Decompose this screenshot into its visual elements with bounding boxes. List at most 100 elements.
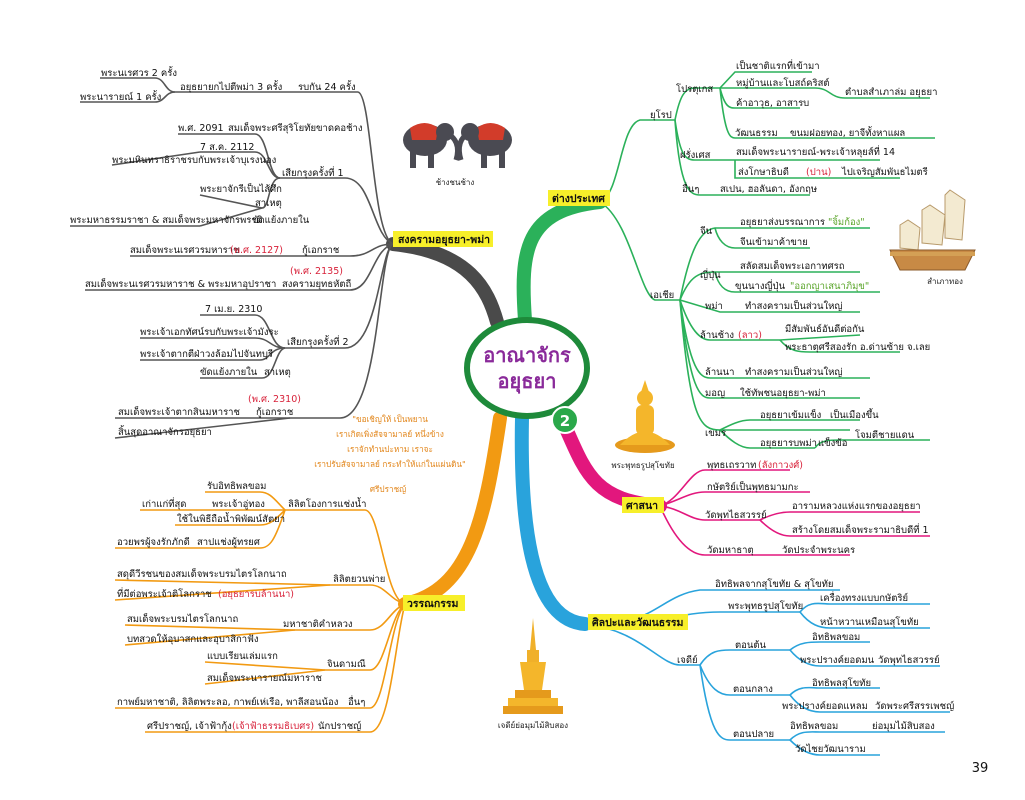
- spine-foreign: [516, 195, 607, 327]
- fr-t8: ฝรั่งเศส: [680, 148, 711, 161]
- foreign-texts: ยุโรป โปรตุเกส เป็นชาติแรกที่เข้ามา หมู่…: [650, 59, 937, 449]
- war-t3: รบกัน 24 ครั้ง: [298, 80, 356, 93]
- religion-branch: [659, 469, 930, 556]
- lt-t13: บทสวดให้อุบาสกและอุบาสิกาฟัง: [127, 633, 258, 645]
- fr-t20: ญี่ปุ่น: [700, 268, 721, 281]
- fr-t24: พม่า: [705, 301, 723, 312]
- war-t20: พระเจ้าเอกทัศน์รบกับพระเจ้ามังระ: [140, 326, 279, 338]
- literature-title-bg: [403, 595, 465, 611]
- lt-t21: นักปราชญ์: [318, 720, 361, 732]
- ar-t3: หน้าหวานเหมือนสุโขทัย: [820, 616, 919, 628]
- rl-t1: (ลังกาวงศ์): [758, 459, 803, 471]
- center-badge-number: 2: [560, 412, 570, 430]
- fr-t19: จีนเข้ามาค้าขาย: [740, 236, 808, 248]
- elephant-right-icon: [456, 123, 512, 168]
- center-title-1: อาณาจักร: [483, 343, 571, 367]
- ar-t9: ตอนกลาง: [733, 684, 773, 695]
- lt-t7: สดุดีวีรชนของสมเด็จพระบรมไตรโลกนาถ: [117, 567, 287, 580]
- war-t19: 7 เม.ย. 2310: [205, 304, 262, 315]
- foreign-title[interactable]: ต่างประเทศ: [552, 193, 605, 205]
- fr-t38: แข็งข้อ: [818, 436, 847, 449]
- ar-t11: พระปรางค์ยอดแหลม: [782, 700, 868, 712]
- elephant-caption: ช้างชนช้าง: [436, 178, 475, 187]
- fr-t25: ทำสงครามเป็นส่วนใหญ่: [745, 299, 842, 312]
- quote-line-1: "ขอเชิญให้ เป็นพยาน: [352, 414, 428, 424]
- fr-t10: ส่งโกษาธิบดี: [738, 166, 789, 178]
- fr-t35: อยุธยาเข้มแข็ง: [760, 408, 821, 421]
- ar-t16: วัดไชยวัฒนาราม: [795, 743, 866, 755]
- fr-t15: เอเชีย: [650, 289, 674, 301]
- religion-title[interactable]: ศาสนา: [626, 500, 658, 512]
- war-t27: กู้เอกราช: [256, 407, 294, 418]
- lt-t0: รับอิทธิพลขอม: [207, 481, 266, 492]
- lt-t5: อวยพรผู้จงรักภักดี: [117, 536, 190, 548]
- foreign-title-bg: [548, 190, 610, 206]
- fr-t0: ยุโรป: [650, 109, 672, 121]
- war-title-bg: [393, 231, 493, 247]
- foreign-branch: [599, 71, 935, 449]
- lt-t15: จินดามณี: [327, 658, 366, 670]
- literature-title[interactable]: วรรณกรรม: [407, 598, 459, 610]
- center-badge: [551, 406, 579, 434]
- fr-t32: มอญ: [705, 388, 725, 399]
- lt-t11: สมเด็จพระบรมไตรโลกนาถ: [127, 612, 238, 625]
- center-node[interactable]: อาณาจักร อยุธยา 2: [464, 317, 590, 434]
- quote-author: ศรีปราชญ์: [370, 484, 406, 494]
- elephant-left-icon: [403, 123, 461, 168]
- ar-t10: อิทธิพลสุโขทัย: [812, 677, 871, 689]
- page-number: 39: [972, 761, 989, 776]
- war-t1: อยุธยายกไปตีพม่า 3 ครั้ง: [180, 80, 282, 93]
- fr-t2: เป็นชาติแรกที่เข้ามา: [736, 59, 820, 72]
- rl-t3: อารามหลวงแห่งแรกของอยุธยา: [792, 501, 921, 512]
- war-t8: เสียกรุงครั้งที่ 1: [282, 166, 344, 179]
- lt-t19: ศรีปราชญ์, เจ้าฟ้ากุ้ง: [147, 720, 232, 732]
- junk-ship-icon: [889, 189, 976, 271]
- art-title[interactable]: ศิลปะและวัฒนธรรม: [592, 617, 684, 629]
- fr-t36: เป็นเมืองขึ้น: [830, 408, 879, 421]
- war-t18: สงครามยุทธหัตถี: [282, 278, 352, 290]
- art-texts: อิทธิพลจากสุโขทัย & สุโขทัย พระพุทธรูปสุ…: [677, 578, 954, 755]
- rl-t6: วัดมหาธาตุ: [707, 545, 754, 556]
- lt-t17: กาพย์มหาชาติ, ลิลิตพระลอ, กาพย์เห่เรือ, …: [117, 696, 338, 708]
- quote-line-2: เราเกิดเพิ่งสัจจามาลย์ หนึ่งข้าง: [336, 428, 444, 439]
- lt-t4: ลิลิตโองการแช่งน้ำ: [288, 497, 367, 510]
- fr-t26: ล้านช้าง: [700, 330, 734, 341]
- ar-t6: อิทธิพลขอม: [812, 632, 861, 643]
- fr-t39: โจมตีชายแดน: [855, 429, 915, 441]
- buddha-illustration: พระพุทธรูปสุโขทัย: [611, 380, 675, 471]
- buddha-caption: พระพุทธรูปสุโขทัย: [611, 460, 674, 471]
- fr-t37: อยุธยารบพม่า: [760, 438, 817, 449]
- fr-t30: ล้านนา: [705, 367, 734, 378]
- fr-t9: สมเด็จพระนารายณ์-พระเจ้าหลุยส์ที่ 14: [736, 145, 895, 158]
- war-t2: พระนารายณ์ 1 ครั้ง: [80, 90, 161, 103]
- ar-t14: อิทธิพลขอม: [790, 721, 839, 732]
- lt-t1: เก่าแก่ที่สุด: [142, 497, 186, 510]
- war-t7: พระมหินทราธิราชรบกับพระเจ้าบุเรงนอง: [112, 155, 276, 166]
- war-t9: พระยาจักรีเป็นไส้ศึก: [200, 182, 282, 195]
- war-t26: สมเด็จพระเจ้าตากสินมหาราช: [118, 405, 241, 418]
- war-title[interactable]: สงครามอยุธยา-พม่า: [398, 234, 490, 247]
- war-t23: ขัดแย้งภายใน: [200, 366, 258, 378]
- fr-t27: (ลาว): [738, 330, 762, 341]
- quote-line-3: เราจักทำนปะหาม เราจะ: [347, 444, 433, 454]
- religion-title-bg: [622, 497, 664, 513]
- war-t12: ขัดแย้งภายใน: [252, 214, 310, 226]
- quote-line-4: เราปรับสัจจามาลย์ กระทำให้แก่ในแผ่นดิน": [314, 459, 466, 469]
- ar-t0: อิทธิพลจากสุโขทัย & สุโขทัย: [715, 578, 834, 590]
- fr-t11: (ปาน): [806, 167, 831, 178]
- war-t5: สมเด็จพระศรีสุริโยทัยขาดคอช้าง: [228, 121, 363, 134]
- rl-t7: วัดประจำพระนคร: [782, 545, 855, 556]
- spine-war: [386, 237, 504, 329]
- lt-t3: ใช้ในพิธีถือน้ำพิพัฒน์สัตยา: [177, 512, 285, 525]
- war-t25: (พ.ศ. 2310): [248, 394, 301, 405]
- fr-t13: อื่นๆ: [682, 182, 700, 195]
- war-t24: สาเหตุ: [264, 367, 291, 378]
- lt-t14: แบบเรียนเล่มแรก: [207, 650, 278, 662]
- lt-t20: (เจ้าฟ้าธรรมธิเบศร): [232, 721, 314, 732]
- ar-t8: วัดพุทไธสวรรย์: [878, 654, 940, 666]
- lt-t8: ลิลิตยวนพ่าย: [333, 574, 386, 585]
- war-t0: พระนเรศวร 2 ครั้ง: [101, 66, 177, 79]
- fr-t31: ทำสงครามเป็นส่วนใหญ่: [745, 365, 842, 378]
- lt-t16: สมเด็จพระนารายณ์มหาราช: [207, 671, 322, 684]
